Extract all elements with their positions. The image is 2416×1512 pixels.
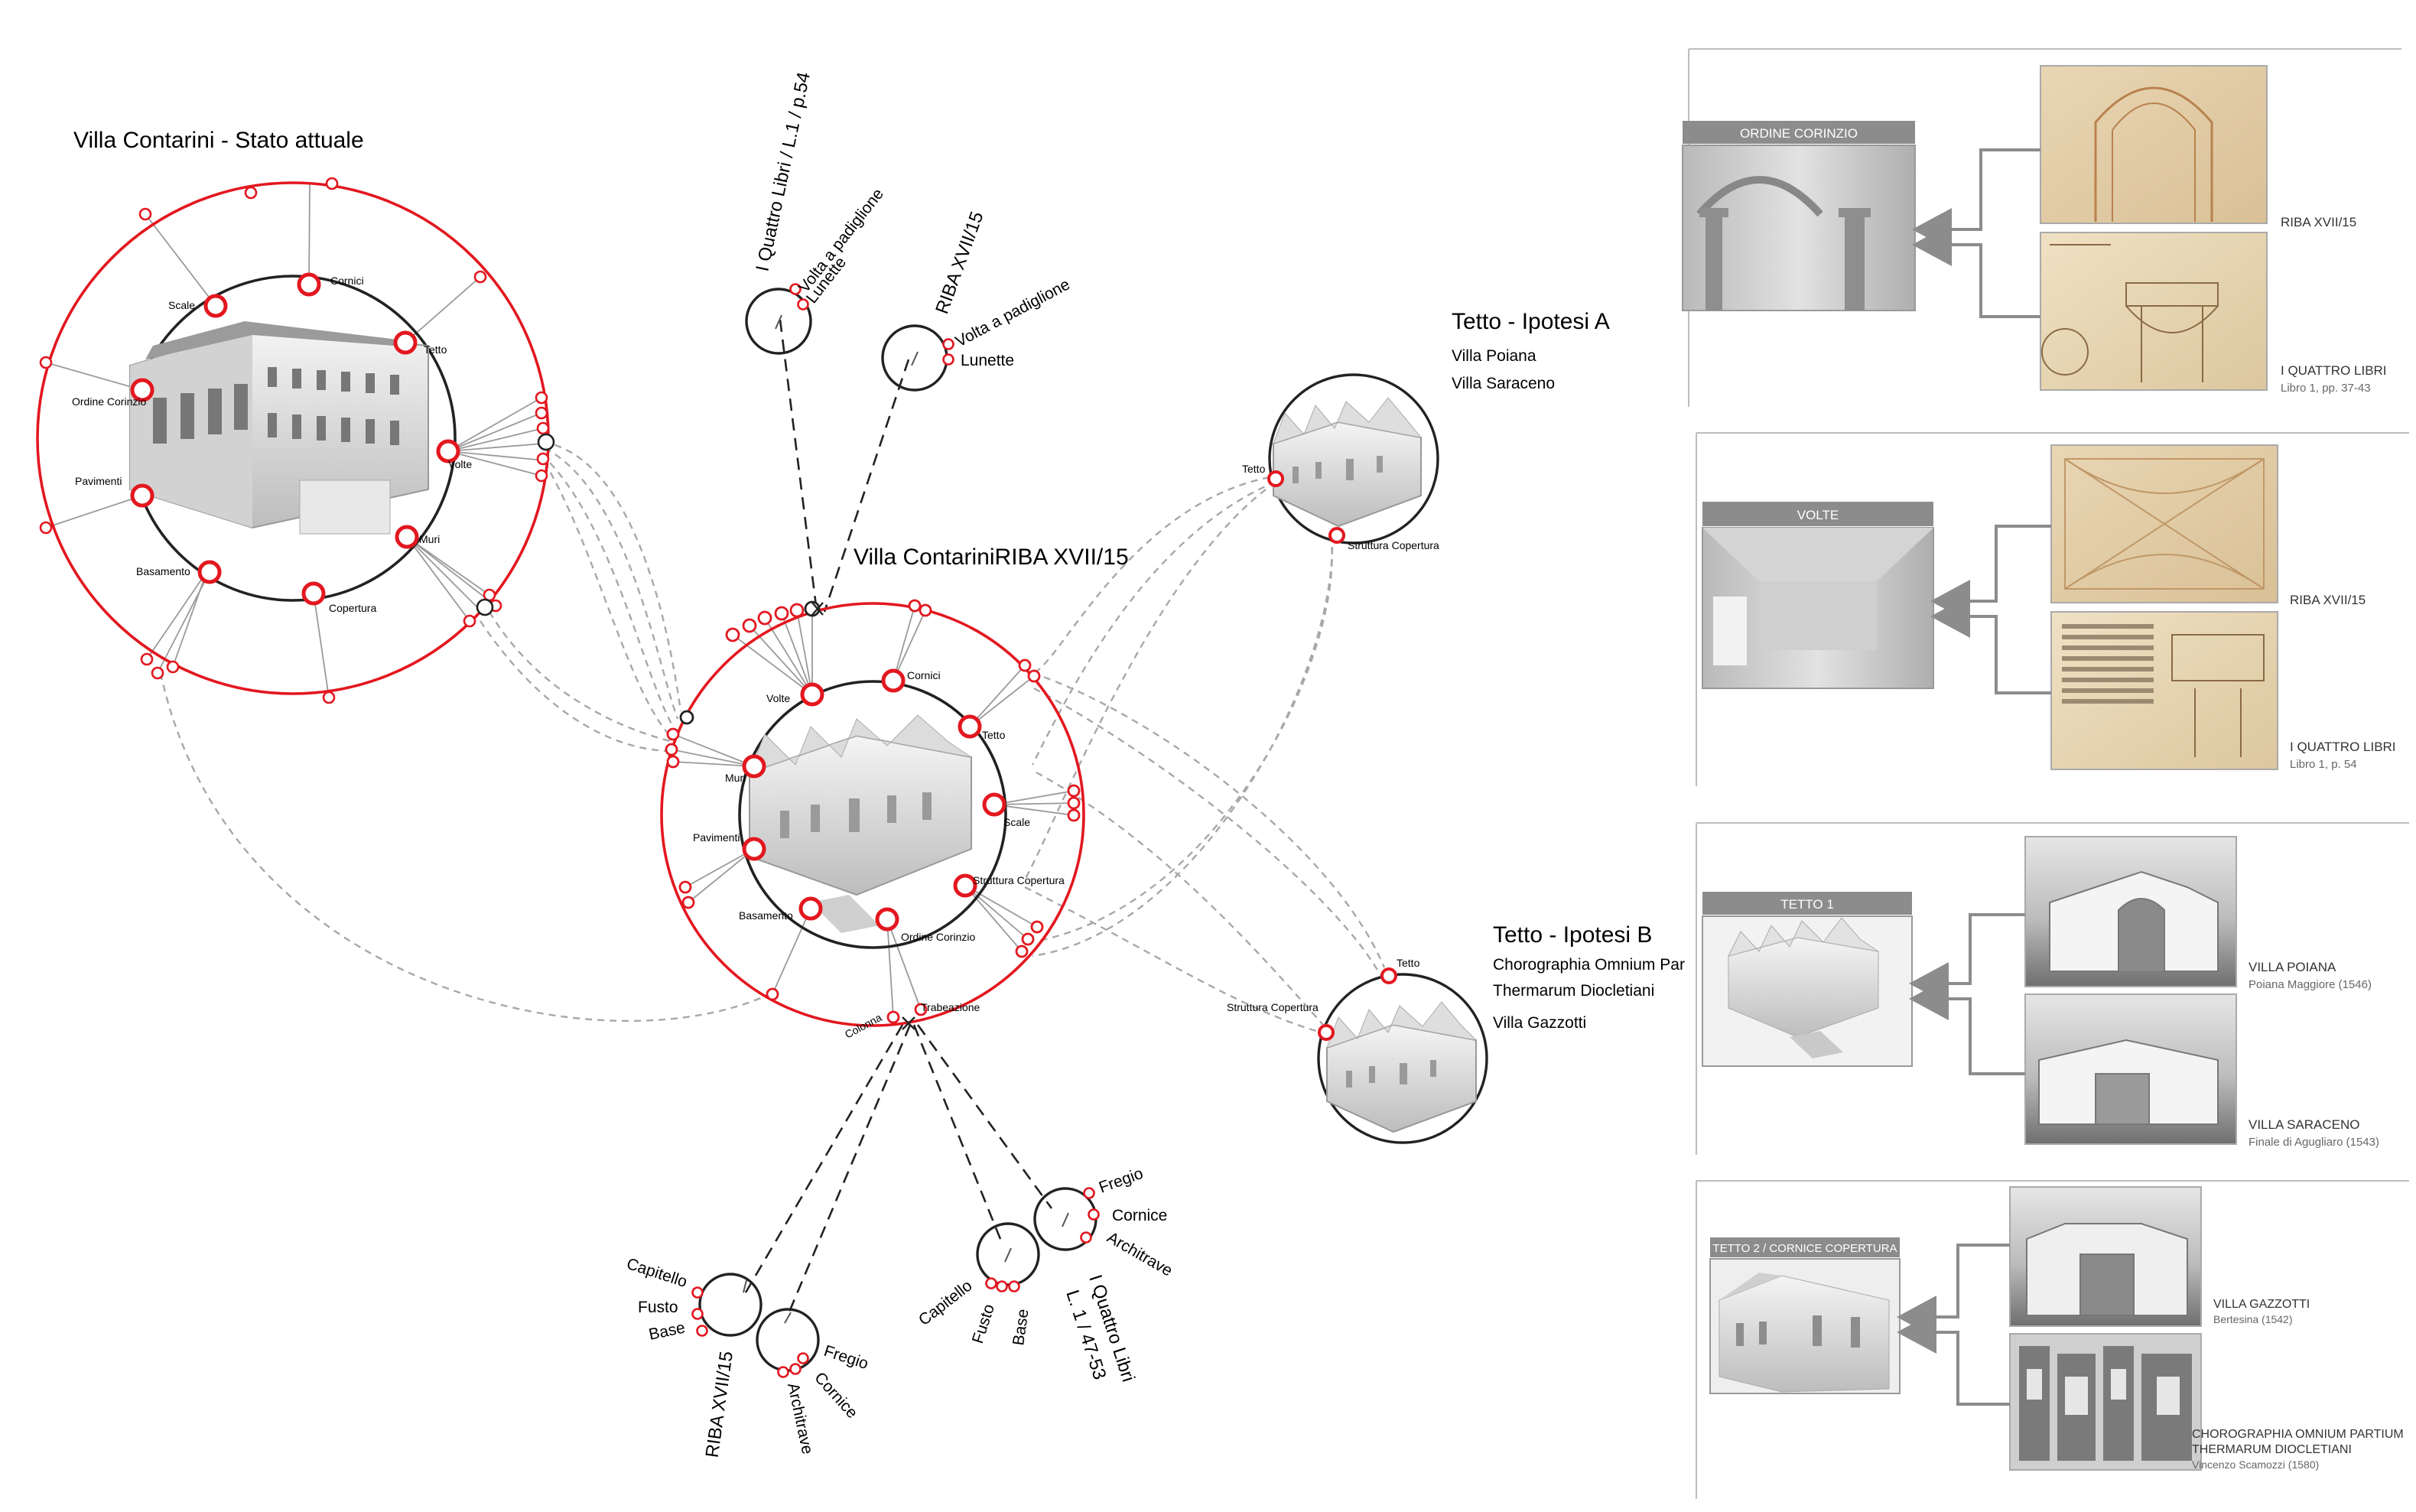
drawing-thumbnail-icon [2040,65,2268,224]
label-tetto: Tetto [982,729,1006,741]
label-volte: Volte [448,458,472,470]
panel-cap1-sub: Bertesina (1542) [2213,1313,2293,1325]
ql-bottom-tr1: Fregio [1097,1165,1146,1197]
panel-cap2-title2: THERMARUM DIOCLETIANI [2192,1443,2352,1456]
building-render-icon [749,714,972,933]
quattro-title: I Quattro Libri / L.1 / p.54 [752,70,815,273]
panel-volte: VOLTE RIBA XVII/15 I QUATTRO LIBRI Libro… [1696,432,2409,786]
label-pavimenti: Pavimenti [75,475,122,487]
building-render-icon [1273,397,1423,528]
tetto-a-sub2: Villa Saraceno [1452,375,1555,392]
label-pavimenti: Pavimenti [693,831,740,844]
source-quattro-libri-top: I Quattro Libri / L.1 / p.54 Volta a pad… [745,70,887,355]
panel-cap1-sub: Poiana Maggiore (1546) [2249,978,2372,991]
label-cornici: Cornici [330,275,364,287]
riba-bottom-tr1: Fregio [821,1342,870,1373]
label-struttura: Struttura Copertura [973,874,1065,886]
panel-cap2-sub: Finale di Agugliaro (1543) [2249,1136,2379,1149]
source-riba-top: RIBA XVII/15 Volta a padiglione Lunette [881,209,1073,392]
tetto-b-label-struttura: Struttura Copertura [1227,1001,1319,1013]
outer-ring [660,602,1085,1027]
label-scale: Scale [1003,816,1030,828]
panel-cap1-title: RIBA XVII/15 [2290,593,2366,607]
tetto-b-sub3: Villa Gazzotti [1493,1014,1586,1032]
ql-bottom-col1: Capitello [915,1277,976,1329]
tetto-b-sub1: Chorographia Omnium Par [1493,956,1685,974]
quattro-item-volta: Volta a padiglione [795,185,887,296]
label-muri: Muri [419,533,440,545]
panel-header-text: VOLTE [1797,508,1839,522]
tetto-b-label-tetto: Tetto [1397,957,1420,969]
title-stato-attuale: Villa Contarini - Stato attuale [73,128,364,153]
panel-cap2-sub: Libro 1, pp. 37-43 [2281,382,2371,395]
label-basamento: Basamento [739,909,793,922]
panel-cap2-title: I QUATTRO LIBRI [2281,363,2387,378]
label-basamento: Basamento [136,565,190,577]
riba-bottom-col3: Base [647,1319,687,1343]
panel-header-text: TETTO 1 [1780,897,1834,912]
ql-bottom-col3: Base [1010,1308,1032,1347]
label-muri: Muri [725,772,746,784]
panel-header-text: ORDINE CORINZIO [1740,126,1858,141]
panel-cap2-title: VILLA SARACENO [2249,1117,2360,1132]
tetto-b-sub2: Thermarum Diocletiani [1493,982,1654,1000]
panel-cap2-title: I QUATTRO LIBRI [2290,740,2396,754]
riba-bottom-col2: Fusto [638,1299,678,1316]
panel-header [1702,892,1912,915]
dashed-connections [159,441,1386,1034]
drawing-thumbnail-icon [2040,232,2268,391]
ql-bottom-col2: Fusto [969,1302,998,1345]
tetto-b-title: Tetto - Ipotesi B [1493,922,1652,948]
panel-header-text: TETTO 2 / CORNICE COPERTURA [1712,1242,1897,1255]
tetto-a-label-struttura: Struttura Copertura [1348,539,1439,551]
building-render-icon [129,321,429,535]
panel-cap1-title: RIBA XVII/15 [2281,215,2356,229]
source-dashed-lines [744,319,1053,1316]
ql-bottom-tr3: Architrave [1104,1228,1175,1280]
panel-header [1702,502,1933,526]
riba-title: RIBA XVII/15 [932,209,987,317]
panel-header [1683,121,1915,144]
riba-item-lunette: Lunette [961,352,1014,369]
source-riba-bottom: Capitello Fusto Base Fregio Cornice Arch… [624,1255,870,1459]
label-ordine: Ordine Corinzio [901,931,975,943]
tetto-a-title: Tetto - Ipotesi A [1452,309,1610,334]
source-quattro-bottom: Capitello Fusto Base Fregio Cornice Arch… [915,1165,1175,1384]
riba-bottom-title: RIBA XVII/15 [702,1350,737,1458]
panel-tetto-1: TETTO 1 VILLA POIANA Poiana Maggiore (15… [1696,822,2409,1155]
node-center: Villa ContariniRIBA XVII/15 [660,545,1129,1041]
panel-tetto-2: TETTO 2 / CORNICE COPERTURA VILLA GAZZOT… [1696,1180,2409,1499]
title-center: Villa ContariniRIBA XVII/15 [854,545,1129,570]
ql-bottom-tr2: Cornice [1112,1207,1167,1224]
tetto-a-sub1: Villa Poiana [1452,347,1536,365]
panel-cap2-sub: Vincenzo Scamozzi (1580) [2192,1458,2319,1471]
label-copertura: Copertura [329,602,376,614]
node-tetto-a: Tetto - Ipotesi A Villa Poiana Villa Sar… [1242,309,1610,551]
label-scale: Scale [168,299,195,311]
label-trabeazione: Trabeazione [921,1001,980,1013]
panel-cap1-title: VILLA GAZZOTTI [2213,1298,2310,1311]
panel-header [1710,1237,1900,1257]
riba-bottom-tr2: Cornice [811,1369,861,1422]
label-tetto: Tetto [424,343,447,356]
label-cornici: Cornici [907,669,941,681]
tetto-a-label-tetto: Tetto [1242,463,1266,475]
label-volte: Volte [766,692,790,704]
node-tetto-b: Tetto - Ipotesi B Chorographia Omnium Pa… [1227,922,1685,1144]
panel-cap2-sub: Libro 1, p. 54 [2290,758,2357,771]
building-render-icon [1326,1001,1478,1133]
node-stato-attuale: Villa Contarini - Stato attuale [36,128,555,704]
riba-bottom-tr3: Architrave [784,1381,816,1455]
riba-item-volta: Volta a padiglione [953,275,1073,350]
reference-panels: ORDINE CORINZIO RIBA XVII/15 I QUATTRO L… [1682,48,2409,1499]
panel-cap2-title: CHOROGRAPHIA OMNIUM PARTIUM [2192,1428,2404,1441]
label-ordine: Ordine Corinzio [72,395,146,408]
riba-bottom-col1: Capitello [624,1255,689,1291]
panel-ordine-corinzio: ORDINE CORINZIO RIBA XVII/15 I QUATTRO L… [1682,48,2401,407]
panel-cap1-title: VILLA POIANA [2249,960,2336,974]
inner-ring [738,680,1007,949]
